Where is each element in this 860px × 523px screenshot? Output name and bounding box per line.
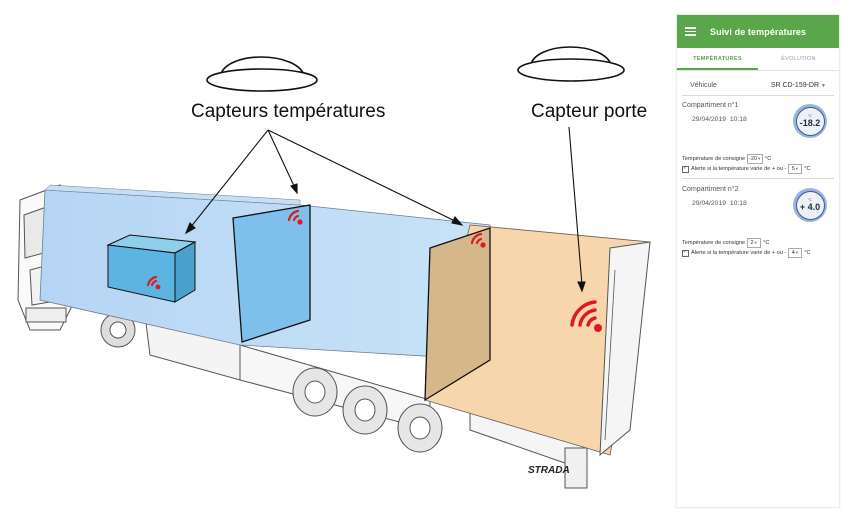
setpoint-label: Température de consigne: [682, 240, 746, 246]
alert-checkbox[interactable]: [682, 165, 689, 173]
partition-2: [424, 227, 491, 402]
tolerance-select[interactable]: 4▼: [788, 248, 803, 258]
wifi-signal-icon: [470, 232, 486, 248]
divider: [682, 178, 834, 179]
temperature-app-panel: Suivi de températures TEMPÉRATURES ÉVOLU…: [676, 14, 840, 508]
compartment-name: Compartiment n°2: [682, 186, 739, 193]
sensors-callout-label: Capteurs températures: [191, 101, 385, 122]
menu-icon[interactable]: [685, 27, 696, 36]
alert-label: Alerte si la température varie de + ou -: [691, 166, 787, 172]
brand-mark: STRADA: [528, 465, 570, 476]
app-bar: Suivi de températures: [677, 15, 839, 48]
setpoint-row: Température de consigne -20▼ °C: [677, 154, 839, 164]
unit-label: °C: [763, 240, 770, 246]
unit-label: °C: [804, 166, 811, 172]
truck-illustration: Capteurs températures Capteur porte STRA…: [17, 46, 651, 489]
wifi-signal-icon: [570, 300, 602, 332]
compartment-1: Compartiment n°1 29/04/2019 10:18 °C -18…: [682, 99, 834, 154]
vehicle-select[interactable]: SR CD-159-DR▼: [771, 82, 826, 89]
compartment-2: Compartiment n°2 29/04/2019 10:18 °C + 4…: [682, 183, 834, 238]
vehicle-label: Véhicule: [690, 81, 717, 89]
gauge-unit: °C: [808, 114, 812, 118]
gauge-unit: °C: [808, 198, 812, 202]
temperature-gauge: °C -18.2: [793, 104, 827, 138]
setpoint-select[interactable]: 2▼: [747, 238, 762, 248]
tab-bar: TEMPÉRATURES ÉVOLUTION: [677, 48, 839, 71]
tolerance-select[interactable]: 5▼: [788, 164, 803, 174]
door-sensor-callout-label: Capteur porte: [531, 101, 647, 122]
setpoint-row: Température de consigne 2▼ °C: [677, 238, 839, 248]
tab-temperatures[interactable]: TEMPÉRATURES: [677, 48, 758, 70]
gauge-value: -18.2: [799, 118, 821, 128]
temperature-gauge: °C + 4.0: [793, 188, 827, 222]
alert-row: Alerte si la température varie de + ou -…: [677, 164, 839, 174]
wifi-signal-icon: [146, 275, 161, 290]
alert-checkbox[interactable]: [682, 249, 689, 257]
compartment-timestamp: 29/04/2019 10:18: [692, 200, 747, 207]
partition-1: [232, 204, 311, 343]
unit-label: °C: [765, 156, 772, 162]
setpoint-label: Température de consigne: [682, 156, 746, 162]
wifi-signal-icon: [287, 209, 303, 225]
compartment-timestamp: 29/04/2019 10:18: [692, 116, 747, 123]
door-sensor-icon: [517, 46, 625, 82]
setpoint-select[interactable]: -20▼: [747, 154, 764, 164]
alert-row: Alerte si la température varie de + ou -…: [677, 248, 839, 258]
temperature-sensor-icon: [206, 56, 318, 92]
tab-evolution[interactable]: ÉVOLUTION: [781, 56, 816, 62]
app-title: Suivi de températures: [710, 26, 807, 37]
dropdown-caret-icon: ▼: [821, 82, 826, 89]
gauge-value: + 4.0: [799, 202, 821, 212]
unit-label: °C: [804, 250, 811, 256]
vehicle-row: Véhicule SR CD-159-DR▼: [682, 75, 834, 96]
compartment-name: Compartiment n°1: [682, 102, 739, 109]
alert-label: Alerte si la température varie de + ou -: [691, 250, 787, 256]
vehicle-select-value: SR CD-159-DR: [770, 81, 820, 89]
